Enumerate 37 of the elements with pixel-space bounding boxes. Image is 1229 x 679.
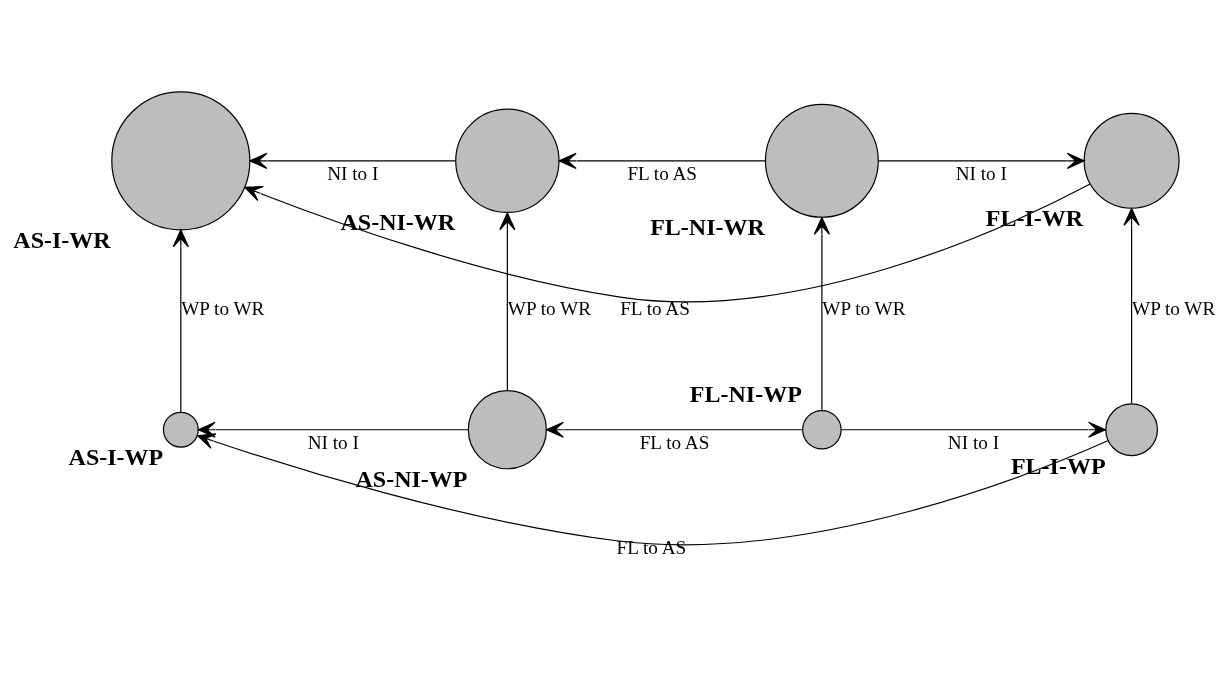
arrow bbox=[172, 228, 189, 413]
node-circle bbox=[1083, 112, 1180, 209]
edge-label: WP to WR bbox=[507, 297, 591, 319]
node-circle bbox=[802, 409, 842, 450]
node-circle bbox=[764, 103, 879, 218]
arrow bbox=[244, 182, 1091, 302]
edge-label: WP to WR bbox=[181, 297, 265, 319]
node-label: FL-NI-WP bbox=[689, 380, 802, 407]
arrow bbox=[545, 421, 804, 438]
arrow bbox=[499, 211, 516, 391]
node-label: AS-NI-WP bbox=[355, 465, 468, 492]
node-circle bbox=[455, 108, 560, 213]
edge-label: NI to I bbox=[955, 162, 1007, 184]
edge-label: NI to I bbox=[327, 162, 379, 184]
node-label: FL-NI-WR bbox=[650, 213, 765, 240]
node-circle bbox=[1105, 402, 1158, 456]
arrow bbox=[1123, 207, 1140, 404]
node-circle bbox=[162, 411, 199, 448]
arrow bbox=[558, 152, 766, 169]
node-label: AS-NI-WR bbox=[340, 208, 456, 235]
node-label: AS-I-WP bbox=[68, 443, 164, 470]
arrow bbox=[196, 432, 1109, 545]
arrow bbox=[877, 152, 1085, 169]
edge-label: WP to WR bbox=[1132, 297, 1216, 319]
node-label: AS-I-WR bbox=[13, 226, 111, 253]
node-circle bbox=[467, 389, 547, 469]
arrow bbox=[197, 421, 469, 438]
arrow bbox=[249, 152, 456, 169]
edge-label: FL to AS bbox=[627, 162, 698, 184]
node-circle bbox=[111, 90, 251, 230]
edge-label: FL to AS bbox=[639, 431, 710, 453]
edge-label: FL to AS bbox=[620, 297, 690, 319]
edge-label: NI to I bbox=[947, 431, 1000, 453]
arrow bbox=[813, 216, 831, 411]
edge-label: WP to WR bbox=[822, 297, 906, 319]
edge-label: NI to I bbox=[307, 431, 359, 453]
arrow bbox=[840, 421, 1107, 438]
